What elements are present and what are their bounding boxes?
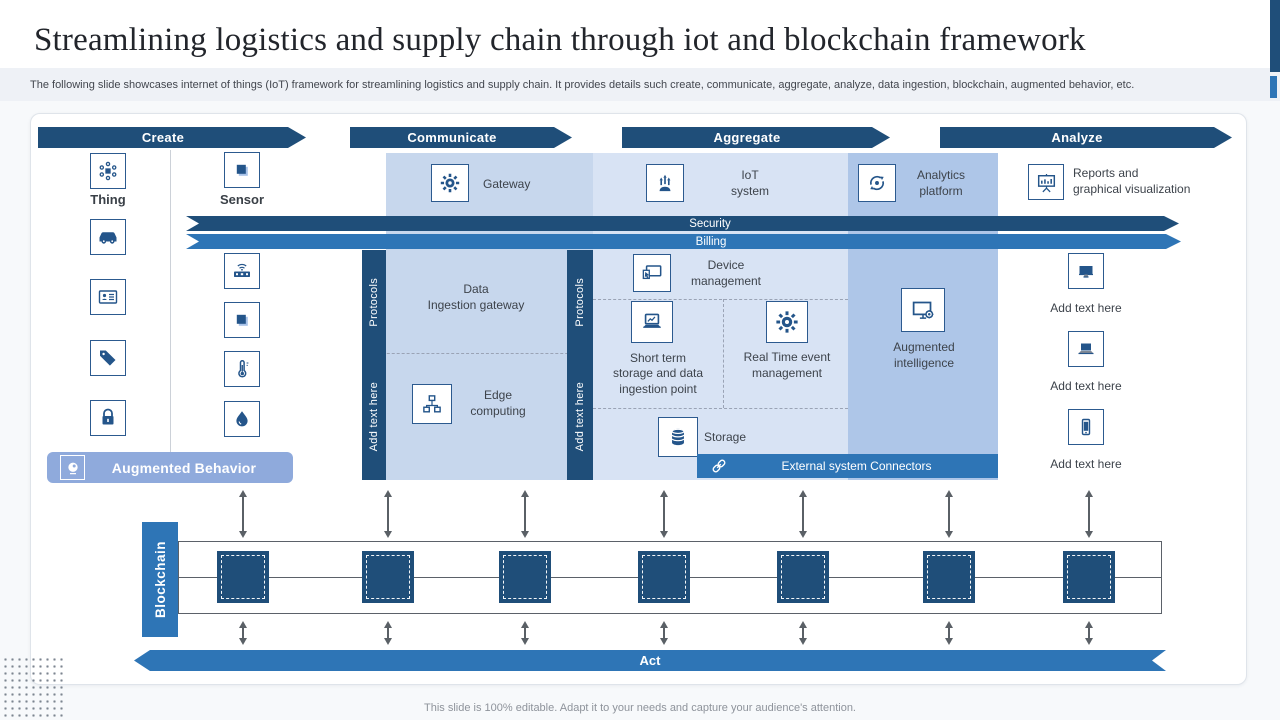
double-arrow — [945, 490, 953, 538]
tag-icon — [90, 340, 126, 376]
protocols-section: Protocols — [362, 250, 386, 354]
real-time-event-label: Real Time event management — [743, 350, 831, 380]
double-arrow — [239, 490, 247, 538]
double-arrow — [799, 621, 807, 645]
double-arrow — [384, 621, 392, 645]
analytics-platform-label: Analytics platform — [916, 168, 966, 198]
header-background — [0, 0, 1280, 68]
car-icon — [90, 219, 126, 255]
sensor-label: Sensor — [219, 192, 265, 207]
security-bar: Security — [186, 216, 1179, 231]
double-arrow — [799, 490, 807, 538]
wifi-device-icon — [224, 253, 260, 289]
add-text-section[interactable]: Add text here — [362, 354, 386, 480]
thermometer-icon — [224, 351, 260, 387]
augmented-intelligence-label: Augmented intelligence — [893, 340, 955, 370]
add-text-label[interactable]: Add text here — [574, 382, 586, 452]
communicate-panel — [386, 153, 593, 480]
sensor-chip-icon — [224, 152, 260, 188]
blockchain-block — [638, 551, 690, 603]
double-arrow — [384, 490, 392, 538]
iot-system-label: IoT system — [730, 168, 769, 198]
augmented-behavior-label: Augmented Behavior — [111, 459, 257, 476]
double-arrow — [1085, 621, 1093, 645]
corner-accent-light — [1270, 76, 1277, 98]
id-card-icon — [90, 279, 126, 315]
iot-system-icon — [646, 164, 684, 202]
blockchain-block — [923, 551, 975, 603]
device-management-label: Device management — [690, 258, 762, 288]
blockchain-block — [217, 551, 269, 603]
desktop-monitor-icon — [1068, 253, 1104, 289]
slide-subtitle: The following slide showcases internet o… — [30, 79, 1135, 91]
add-text-label[interactable]: Add text here — [1050, 379, 1122, 394]
double-arrow — [521, 490, 529, 538]
short-term-storage-label: Short term storage and data ingestion po… — [612, 350, 704, 396]
stage-arrow-create: Create — [38, 127, 306, 148]
water-drop-icon — [224, 401, 260, 437]
edge-computing-icon — [412, 384, 452, 424]
blockchain-label-bar: Blockchain — [142, 522, 178, 637]
aggregate-dashed-divider-bottom — [593, 408, 848, 409]
column-divider-line — [170, 150, 171, 453]
double-arrow — [1085, 490, 1093, 538]
add-text-section[interactable]: Add text here — [567, 354, 593, 480]
aggregate-dashed-divider-top — [593, 299, 848, 300]
stage-arrow-analyze: Analyze — [940, 127, 1232, 148]
smartphone-icon — [1068, 409, 1104, 445]
protocols-bar-right: Protocols Add text here — [567, 250, 593, 480]
add-text-label[interactable]: Add text here — [1050, 301, 1122, 316]
protocols-label: Protocols — [574, 277, 586, 327]
protocols-bar-left: Protocols Add text here — [362, 250, 386, 480]
data-ingestion-gateway-label: Data Ingestion gateway — [427, 282, 525, 312]
page-title: Streamlining logistics and supply chain … — [34, 22, 1086, 58]
short-term-storage-icon — [631, 301, 673, 343]
chip-icon — [224, 302, 260, 338]
billing-bar: Billing — [186, 234, 1181, 249]
gateway-label: Gateway — [483, 177, 531, 191]
double-arrow — [945, 621, 953, 645]
blockchain-block — [777, 551, 829, 603]
communicate-dashed-divider — [362, 353, 593, 354]
add-text-label[interactable]: Add text here — [368, 382, 380, 452]
subtitle-band — [0, 68, 1280, 101]
add-text-label[interactable]: Add text here — [1050, 457, 1122, 472]
double-arrow — [239, 621, 247, 645]
aggregate-dashed-divider-vertical — [723, 299, 724, 408]
edge-computing-label: Edge computing — [470, 388, 526, 418]
lock-icon — [90, 400, 126, 436]
laptop-icon — [1068, 331, 1104, 367]
augmented-behavior-button[interactable]: Augmented Behavior — [47, 452, 293, 483]
device-management-icon — [633, 254, 671, 292]
editable-note: This slide is 100% editable. Adapt it to… — [424, 702, 856, 714]
gateway-gear-icon — [431, 164, 469, 202]
external-system-connectors-bar: External system Connectors — [697, 454, 998, 478]
webcam-icon — [60, 455, 85, 480]
external-system-connectors-label: External system Connectors — [781, 459, 932, 473]
augmented-intelligence-icon — [901, 288, 945, 332]
double-arrow — [660, 621, 668, 645]
real-time-gear-icon — [766, 301, 808, 343]
protocols-section: Protocols — [567, 250, 593, 354]
blockchain-block — [362, 551, 414, 603]
stage-arrow-communicate: Communicate — [350, 127, 572, 148]
corner-accent-dark — [1270, 0, 1280, 72]
storage-label: Storage — [704, 430, 747, 444]
analytics-platform-icon — [858, 164, 896, 202]
blockchain-block — [1063, 551, 1115, 603]
link-icon — [712, 459, 726, 473]
blockchain-label: Blockchain — [152, 540, 168, 619]
act-bar: Act — [134, 650, 1166, 671]
reports-chart-icon — [1028, 164, 1064, 200]
thing-network-icon — [90, 153, 126, 189]
dot-grid-decoration — [2, 656, 64, 718]
double-arrow — [521, 621, 529, 645]
reports-label: Reports and graphical visualization — [1073, 166, 1191, 196]
double-arrow — [660, 490, 668, 538]
thing-label: Thing — [90, 192, 126, 207]
storage-database-icon — [658, 417, 698, 457]
blockchain-block — [499, 551, 551, 603]
protocols-label: Protocols — [368, 277, 380, 327]
stage-arrow-aggregate: Aggregate — [622, 127, 890, 148]
